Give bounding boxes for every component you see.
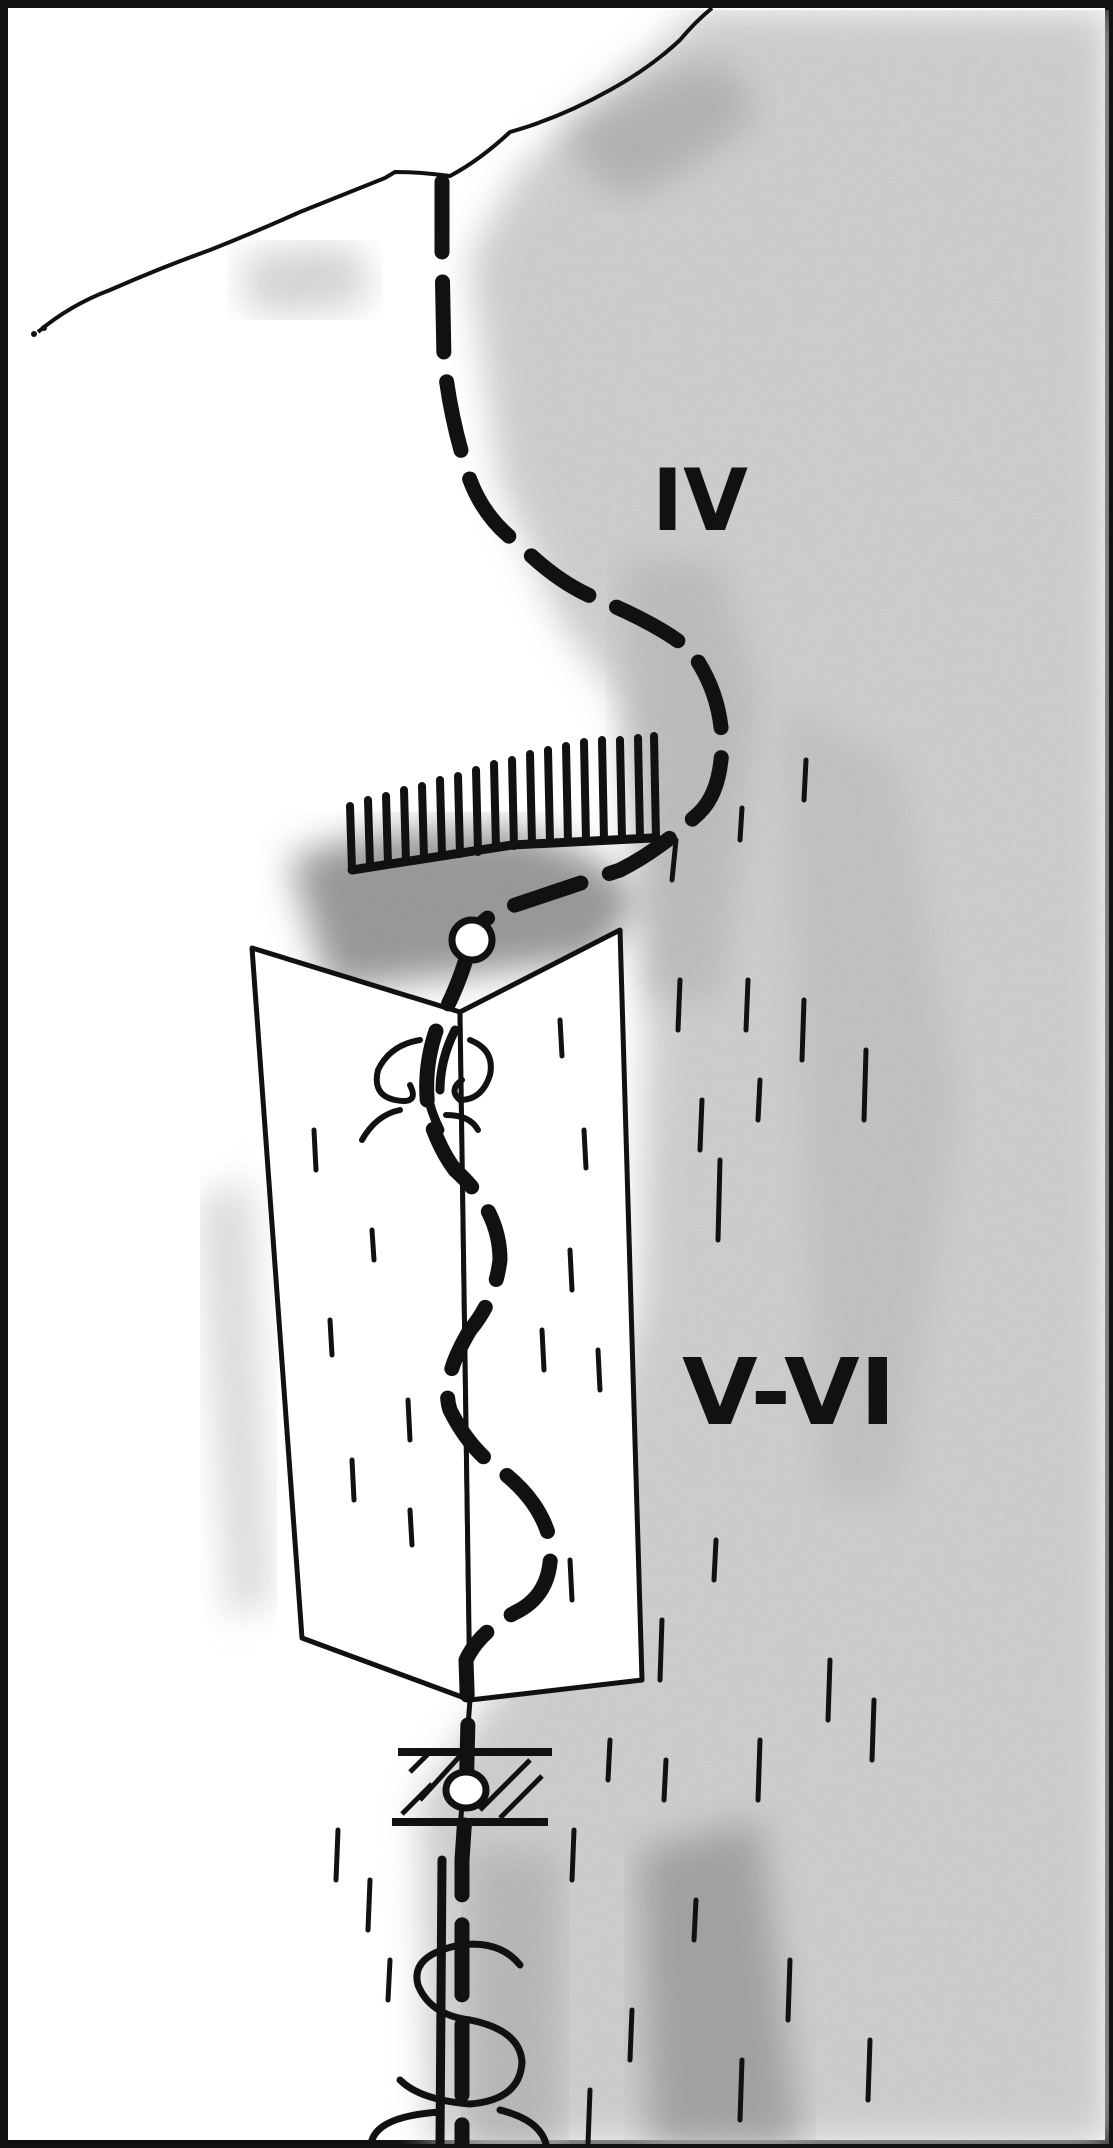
skyline-dot: [41, 325, 47, 331]
pitch-grade-label-v-vi: V-VI: [682, 1339, 896, 1446]
belay-station-ring: [452, 920, 492, 960]
pitch-grade-label-iv: IV: [652, 451, 748, 551]
skyline-dot: [31, 331, 37, 337]
